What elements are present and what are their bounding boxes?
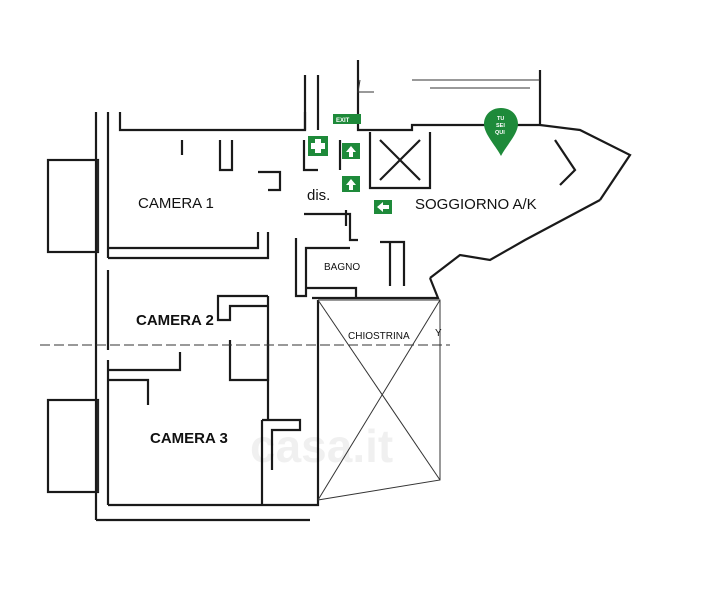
camera-3-label: CAMERA 3: [150, 430, 228, 447]
exit-sign: EXIT: [333, 114, 361, 124]
camera-2-label: CAMERA 2: [136, 312, 214, 329]
left-windows: [46, 158, 100, 494]
arrow-up-icon: [342, 176, 360, 192]
chiostrina-label: CHIOSTRINA: [348, 331, 410, 342]
arrow-left-icon: [374, 200, 392, 214]
interior-walls: [108, 140, 358, 505]
location-pin-icon: TU SEI QUI: [484, 108, 518, 156]
stair-and-living-walls: [312, 60, 632, 300]
camera-1-label: CAMERA 1: [138, 195, 214, 212]
pin-label-line3: QUI: [495, 130, 505, 136]
watermark-logo: casa.it: [250, 420, 393, 472]
pin-label-line1: TU: [497, 116, 504, 122]
chiostrina: [40, 299, 450, 501]
soggiorno-label: SOGGIORNO A/K: [415, 196, 537, 213]
bagno-walls: [306, 240, 406, 298]
first-aid-icon: [308, 136, 328, 156]
corridor-label: dis.: [307, 187, 330, 204]
axis-y-label: Y: [435, 328, 442, 339]
exit-sign-label: EXIT: [336, 118, 350, 124]
bagno-label: BAGNO: [324, 262, 360, 273]
arrow-up-icon: [342, 143, 360, 159]
pin-label-line2: SEI: [496, 123, 505, 129]
outer-walls: [94, 75, 320, 522]
